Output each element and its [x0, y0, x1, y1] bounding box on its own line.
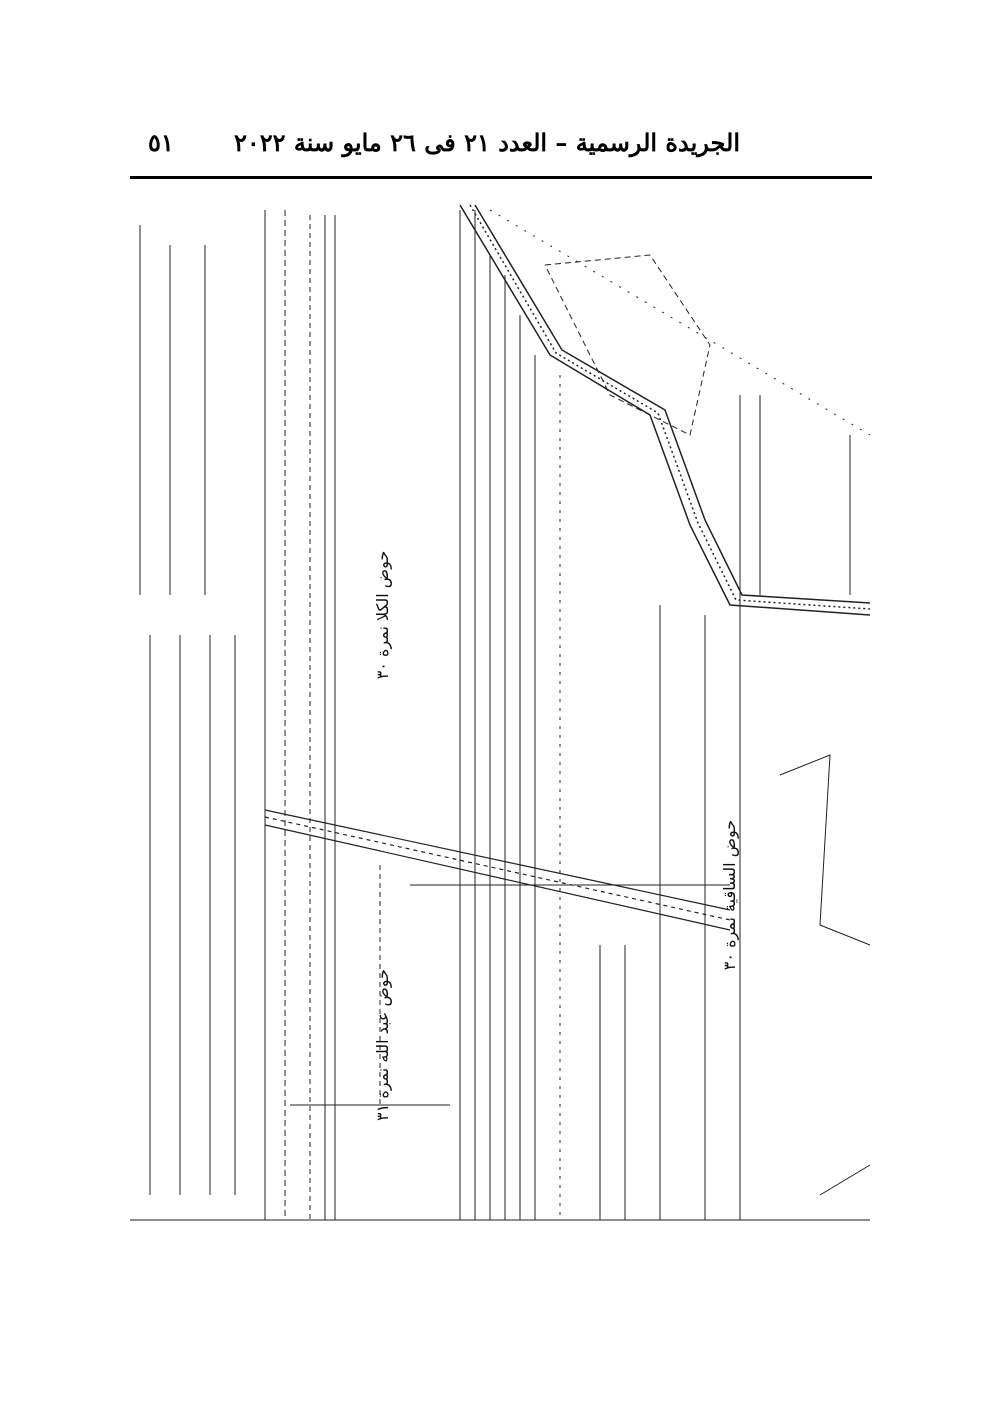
road — [264, 809, 731, 931]
survey-map: حوض الكلا نمرة ٣٠ حوض عبد الله نمرة ٣١ ح… — [130, 204, 871, 1221]
boundary-lines — [489, 209, 871, 1196]
canal — [459, 204, 871, 616]
gazette-title: الجريدة الرسمية – العدد ٢١ فى ٢٦ مايو سن… — [234, 128, 740, 157]
page-header: الجريدة الرسمية – العدد ٢١ فى ٢٦ مايو سن… — [130, 128, 872, 168]
parcel-lines — [290, 210, 851, 1220]
legend-block — [139, 225, 236, 1195]
header-divider — [130, 176, 872, 179]
page-number: ٥١ — [148, 128, 174, 157]
basin-label: حوض عبد الله نمرة ٣١ — [373, 969, 393, 1121]
basin-label: حوض الساقية نمرة ٣٠ — [720, 820, 740, 970]
map-frame — [130, 210, 870, 1221]
basin-label: حوض الكلا نمرة ٣٠ — [373, 551, 393, 680]
